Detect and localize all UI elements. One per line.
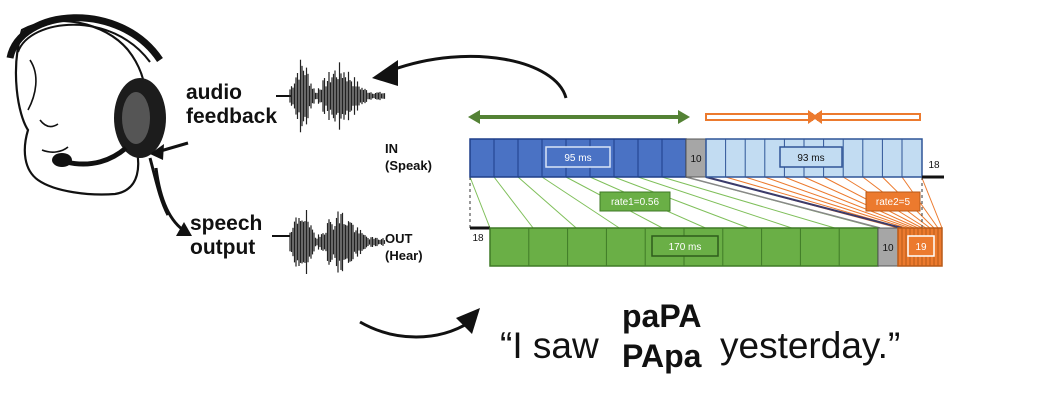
headset-person-illustration [6, 14, 170, 216]
out-first-duration-box [651, 235, 719, 257]
in-tail-label: 18 [928, 160, 940, 171]
speech-output-label: speech output [190, 212, 263, 259]
stress-word-b: PApa [622, 338, 702, 374]
in-label: IN (Speak) [385, 141, 432, 173]
stress-word-a: paPA [622, 298, 702, 334]
out-gap-label: 10 [882, 243, 894, 254]
rate2-label: rate2=5 [876, 197, 911, 208]
left-arrows [150, 95, 292, 237]
in-second-duration-box [779, 146, 843, 168]
curved-arrow-bottom [359, 320, 471, 339]
audio-feedback-label: audio feedback [186, 81, 278, 128]
headband [6, 14, 163, 62]
out-lead-label: 18 [472, 233, 484, 244]
waveform-output [289, 209, 386, 275]
sentence-close: yesterday.” [720, 325, 901, 366]
feedback-arrowhead [150, 144, 164, 160]
second-range-arrows [705, 110, 921, 124]
out-first-duration: 170 ms [669, 242, 702, 253]
in-first-duration-box [545, 146, 611, 168]
out-label: OUT (Hear) [385, 231, 423, 263]
in-second-duration: 93 ms [797, 153, 824, 164]
curved-arrow-top [391, 54, 568, 99]
in-gap-label: 10 [690, 154, 702, 165]
rate2-box [865, 191, 921, 212]
rate1-box [599, 191, 671, 212]
mapping-line-dark [705, 176, 903, 229]
mic-boom [65, 146, 128, 167]
rate1-label: rate1=0.56 [611, 197, 660, 208]
output-arrowhead [176, 222, 192, 236]
out-second-duration: 19 [915, 242, 927, 253]
first-range-arrow [468, 110, 690, 124]
sentence-open: “I saw [500, 325, 599, 366]
waveform-feedback [289, 59, 386, 133]
out-second-duration-box [907, 235, 935, 257]
in-first-duration: 95 ms [564, 153, 591, 164]
